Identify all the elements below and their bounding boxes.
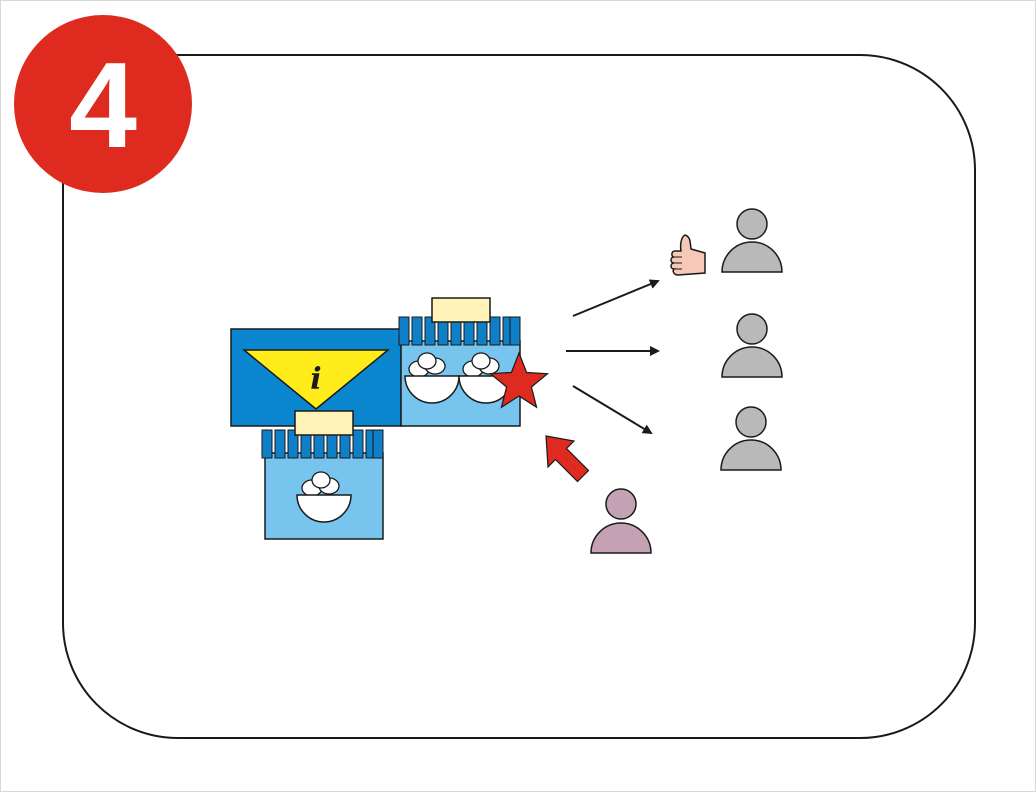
step-badge-circle [14, 15, 192, 193]
arrow-icon [572, 385, 653, 435]
information-stall: i [230, 328, 402, 427]
stall-awning [398, 316, 521, 346]
step-number: 4 [69, 37, 137, 173]
visitor-arrow-icon [545, 435, 590, 483]
person-icon [721, 313, 783, 378]
egg-basket-icon [296, 471, 352, 523]
information-sign-letter: i [310, 362, 321, 397]
star-icon [488, 351, 550, 409]
stall-awning [261, 429, 384, 459]
thumbs-up-icon [670, 234, 706, 276]
stall-sign [431, 297, 491, 323]
stall-sign [294, 410, 354, 436]
market-stall-featured [398, 297, 521, 427]
arrow-icon [572, 279, 660, 317]
person-icon [720, 406, 782, 471]
visitor-person-icon [590, 488, 652, 554]
egg-basket-icon [404, 352, 460, 404]
market-stall [261, 410, 384, 540]
step-badge: 4 [14, 15, 192, 193]
information-sign-icon: i [241, 349, 391, 410]
person-icon [721, 208, 783, 273]
